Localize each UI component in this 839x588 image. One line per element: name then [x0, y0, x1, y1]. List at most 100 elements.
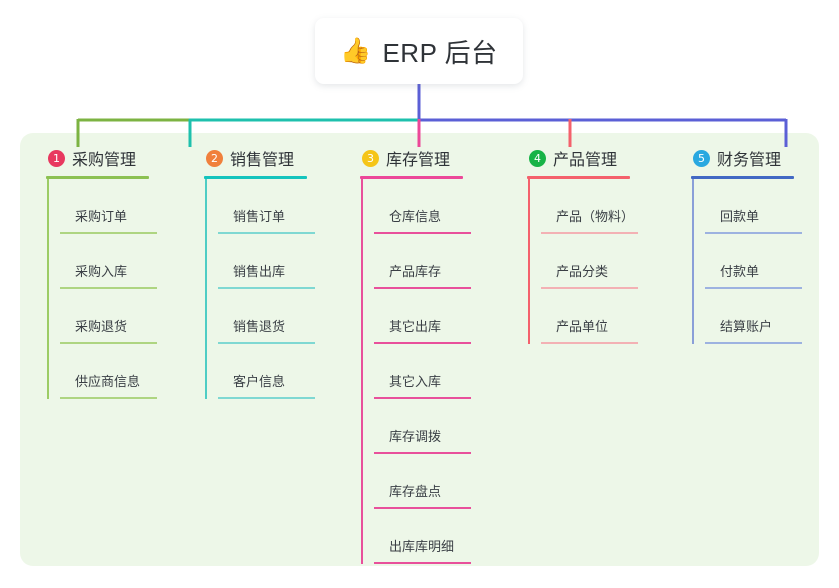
list-item-label: 产品单位	[556, 319, 609, 334]
column-number-badge: 3	[362, 149, 379, 167]
list-item[interactable]: 产品分类	[541, 234, 687, 289]
thumbs-up-icon: 👍	[340, 36, 372, 65]
list-item-underline	[218, 397, 315, 399]
list-item-underline	[705, 232, 802, 234]
list-item[interactable]: 仓库信息	[374, 179, 520, 234]
column-header-3[interactable]: 3 库存管理	[360, 146, 520, 170]
list-item-underline	[374, 452, 471, 454]
list-item-underline	[218, 287, 315, 289]
column-title: 库存管理	[386, 152, 451, 169]
column-title: 产品管理	[553, 152, 618, 169]
column-spine	[47, 179, 49, 399]
root-node[interactable]: 👍 ERP 后台	[315, 18, 523, 84]
list-item[interactable]: 采购退货	[60, 289, 206, 344]
list-item[interactable]: 供应商信息	[60, 344, 206, 399]
list-item-underline	[60, 232, 157, 234]
column-underline	[360, 176, 463, 179]
list-item-underline	[218, 342, 315, 344]
list-item[interactable]: 销售出库	[218, 234, 364, 289]
column-items: 仓库信息产品库存其它出库其它入库库存调拨库存盘点出库库明细	[360, 179, 520, 564]
column-spine	[692, 179, 694, 344]
list-item-label: 库存调拨	[389, 429, 442, 444]
column-spine	[205, 179, 207, 399]
list-item-label: 产品（物料）	[556, 209, 635, 224]
list-item-underline	[374, 507, 471, 509]
column-header-2[interactable]: 2 销售管理	[204, 146, 364, 170]
list-item[interactable]: 销售订单	[218, 179, 364, 234]
column-title: 销售管理	[230, 152, 295, 169]
column-underline	[204, 176, 307, 179]
list-item-underline	[60, 342, 157, 344]
column-number-badge: 1	[48, 149, 65, 167]
column-items: 销售订单销售出库销售退货客户信息	[204, 179, 364, 399]
column-underline	[46, 176, 149, 179]
column-items: 产品（物料） 产品分类产品单位	[527, 179, 687, 344]
column-title: 财务管理	[717, 152, 782, 169]
diagram-panel	[20, 133, 819, 566]
column-number-badge: 4	[529, 149, 546, 167]
list-item[interactable]: 产品（物料）	[541, 179, 687, 234]
list-item[interactable]: 库存盘点	[374, 454, 520, 509]
list-item-label: 供应商信息	[75, 374, 141, 389]
list-item-underline	[60, 397, 157, 399]
list-item[interactable]: 其它入库	[374, 344, 520, 399]
list-item[interactable]: 客户信息	[218, 344, 364, 399]
list-item-label: 销售订单	[233, 209, 286, 224]
list-item-label: 付款单	[720, 264, 760, 279]
column-4: 4 产品管理产品（物料） 产品分类产品单位	[527, 146, 687, 344]
list-item-underline	[705, 287, 802, 289]
list-item-label: 产品库存	[389, 264, 442, 279]
list-item-label: 库存盘点	[389, 484, 442, 499]
list-item-underline	[541, 342, 638, 344]
list-item-label: 销售退货	[233, 319, 286, 334]
column-underline	[527, 176, 630, 179]
list-item-underline	[705, 342, 802, 344]
list-item-underline	[374, 232, 471, 234]
column-number-badge: 2	[206, 149, 223, 167]
list-item-underline	[541, 232, 638, 234]
list-item-label: 其它入库	[389, 374, 442, 389]
list-item-label: 其它出库	[389, 319, 442, 334]
list-item-label: 销售出库	[233, 264, 286, 279]
column-number-badge: 5	[693, 149, 710, 167]
column-spine	[528, 179, 530, 344]
column-spine	[361, 179, 363, 564]
list-item[interactable]: 采购入库	[60, 234, 206, 289]
column-underline	[691, 176, 794, 179]
column-3: 3 库存管理仓库信息产品库存其它出库其它入库库存调拨库存盘点出库库明细	[360, 146, 520, 564]
list-item-underline	[374, 397, 471, 399]
list-item-label: 采购入库	[75, 264, 128, 279]
list-item[interactable]: 回款单	[705, 179, 839, 234]
column-header-4[interactable]: 4 产品管理	[527, 146, 687, 170]
list-item-underline	[374, 287, 471, 289]
list-item-label: 采购订单	[75, 209, 128, 224]
list-item-label: 采购退货	[75, 319, 128, 334]
list-item-underline	[60, 287, 157, 289]
list-item-label: 结算账户	[720, 319, 773, 334]
list-item[interactable]: 结算账户	[705, 289, 839, 344]
column-2: 2 销售管理销售订单销售出库销售退货客户信息	[204, 146, 364, 399]
list-item[interactable]: 产品库存	[374, 234, 520, 289]
column-5: 5 财务管理回款单付款单结算账户	[691, 146, 839, 344]
column-items: 回款单付款单结算账户	[691, 179, 839, 344]
column-header-5[interactable]: 5 财务管理	[691, 146, 839, 170]
list-item-underline	[218, 232, 315, 234]
list-item[interactable]: 采购订单	[60, 179, 206, 234]
list-item-label: 回款单	[720, 209, 760, 224]
list-item-label: 出库库明细	[389, 539, 455, 554]
list-item[interactable]: 付款单	[705, 234, 839, 289]
column-items: 采购订单采购入库采购退货供应商信息	[46, 179, 206, 399]
list-item-label: 产品分类	[556, 264, 609, 279]
list-item[interactable]: 出库库明细	[374, 509, 520, 564]
list-item[interactable]: 其它出库	[374, 289, 520, 344]
list-item-label: 仓库信息	[389, 209, 442, 224]
list-item[interactable]: 库存调拨	[374, 399, 520, 454]
list-item-underline	[374, 342, 471, 344]
list-item[interactable]: 产品单位	[541, 289, 687, 344]
root-node-title: ERP 后台	[382, 37, 498, 68]
list-item[interactable]: 销售退货	[218, 289, 364, 344]
list-item-underline	[374, 562, 471, 564]
